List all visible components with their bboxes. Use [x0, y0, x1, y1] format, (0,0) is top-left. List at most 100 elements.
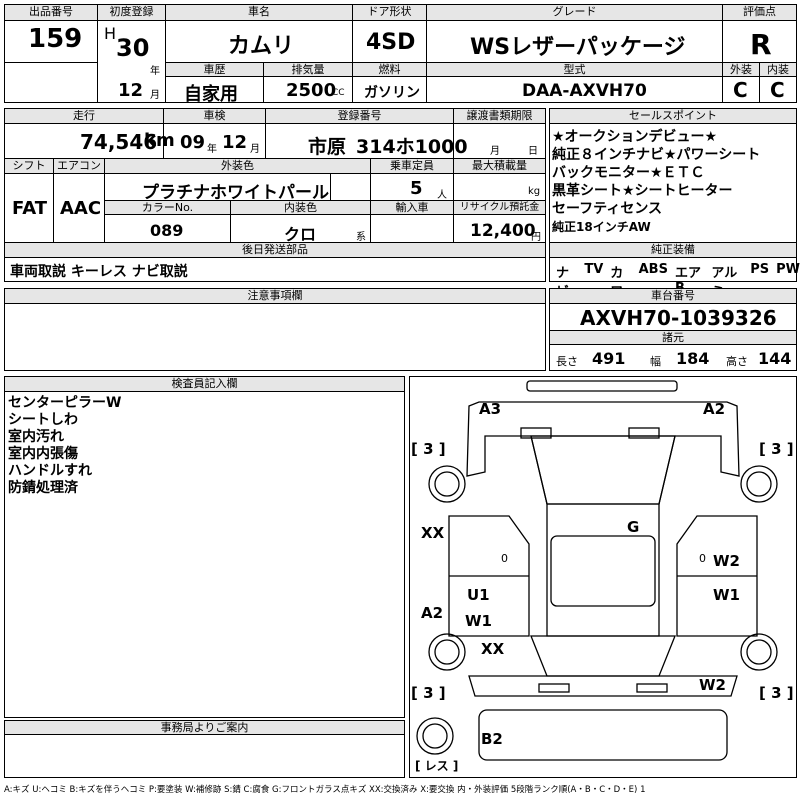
- damage-mark: A2: [703, 400, 725, 418]
- first-reg-label: 初度登録: [98, 5, 165, 21]
- inspector-label: 検査員記入欄: [5, 377, 404, 392]
- sales-point-line: 黒革シート★シートヒーター: [552, 183, 733, 199]
- door-label: ドア形状: [353, 5, 426, 21]
- score: R: [750, 28, 772, 61]
- damage-mark: G: [627, 518, 639, 536]
- fuel: ガソリン: [364, 85, 420, 101]
- damage-mark: [ レス ]: [415, 759, 458, 773]
- inspection-year: 09: [180, 132, 206, 153]
- chassis-box: [549, 288, 797, 371]
- transfer-label: 譲渡書類期限: [454, 109, 545, 124]
- insp-month-unit: 月: [250, 144, 260, 155]
- disp-unit: CC: [332, 88, 345, 98]
- model: DAA-AXVH70: [522, 81, 647, 101]
- spec-label: 諸元: [550, 331, 796, 345]
- mileage-label: 走行: [5, 109, 163, 124]
- damage-mark: XX: [481, 640, 505, 658]
- later-parts-label: 後日発送部品: [5, 243, 545, 258]
- transfer-month-unit: 月: [490, 146, 500, 157]
- ext-grade: C: [733, 78, 748, 102]
- equipment-item: PS: [750, 262, 770, 277]
- inspector-line: 室内汚れ: [8, 429, 64, 445]
- capacity-label: 乗車定員: [371, 159, 453, 174]
- legend: A:キズ U:ヘコミ B:キズを伴うヘコミ P:要塗装 W:補修跡 S:錆 C:…: [4, 785, 646, 795]
- interior-label: 内装色: [231, 201, 370, 215]
- recycle-label: リサイクル預託金: [454, 201, 545, 215]
- recycle-amount: 12,400: [470, 221, 536, 241]
- damage-mark: U1: [467, 586, 490, 604]
- capacity: 5: [410, 178, 423, 199]
- damage-mark: XX: [421, 524, 445, 542]
- damage-mark: [ 3 ]: [411, 440, 446, 458]
- sales-points-list: ★オークションデビュー★ 純正８インチナビ★パワーシート バックモニター★ＥＴＣ…: [552, 128, 760, 236]
- maxload-label: 最大積載量: [454, 159, 545, 174]
- reg-area: 市原: [308, 136, 347, 158]
- disp-label: 排気量: [264, 63, 352, 77]
- lot-number: 159: [28, 24, 83, 54]
- damage-mark: W2: [713, 552, 740, 570]
- door-type: 4SD: [366, 30, 416, 55]
- era: H: [104, 24, 117, 43]
- sales-points-label: セールスポイント: [550, 109, 796, 124]
- top-table: [4, 4, 797, 103]
- car-name: カムリ: [228, 34, 295, 59]
- year-unit: 年: [150, 66, 160, 77]
- car-name-label: 車名: [166, 5, 352, 21]
- int-label: 内装: [760, 63, 796, 77]
- length: 491: [592, 349, 626, 368]
- mileage: 74,546: [80, 130, 158, 154]
- damage-zero: 0: [501, 552, 508, 565]
- later-parts: 車両取説 キーレス ナビ取説: [10, 264, 188, 280]
- equipment-item: TV: [584, 262, 604, 277]
- recycle-unit: 円: [531, 232, 541, 243]
- lot-label: 出品番号: [5, 5, 97, 21]
- inspector-box: [4, 376, 405, 718]
- colorno-label: カラーNo.: [105, 201, 230, 215]
- fuel-label: 燃料: [353, 63, 426, 77]
- inspector-line: シートしわ: [8, 412, 78, 428]
- length-label: 長さ: [556, 355, 578, 368]
- damage-mark: B2: [481, 730, 503, 748]
- ext-label: 外装: [723, 63, 759, 77]
- interior-unit: 系: [356, 232, 366, 243]
- sales-point-line: バックモニター★ＥＴＣ: [552, 165, 705, 181]
- damage-mark: [ 3 ]: [759, 440, 794, 458]
- history: 自家用: [184, 84, 238, 105]
- sales-point-line: セーフティセンス: [552, 201, 663, 217]
- sales-points-box: [549, 108, 797, 282]
- shift-label: シフト: [5, 159, 53, 174]
- damage-mark: W2: [699, 676, 726, 694]
- ac: AAC: [60, 198, 102, 219]
- office-label: 事務局よりご案内: [5, 721, 404, 735]
- int-grade: C: [770, 78, 785, 102]
- import-label: 輸入車: [371, 201, 453, 215]
- inspector-line: センターピラーW: [8, 395, 122, 411]
- damage-mark: [ 3 ]: [759, 684, 794, 702]
- damage-mark: [ 3 ]: [411, 684, 446, 702]
- interior-color: クロ: [284, 225, 317, 244]
- transfer-day-unit: 日: [528, 146, 538, 157]
- height-label: 高さ: [726, 355, 748, 368]
- damage-diagram-box: [409, 376, 797, 778]
- damage-mark: W1: [465, 612, 492, 630]
- inspector-line: 室内内張傷: [8, 446, 78, 462]
- reg-year: 30: [116, 34, 150, 62]
- vehicle-table: [4, 108, 546, 282]
- score-label: 評価点: [723, 5, 796, 21]
- damage-mark: A3: [479, 400, 501, 418]
- reg-number: 314ホ1000: [356, 136, 468, 158]
- grade: WSレザーパッケージ: [470, 35, 686, 60]
- history-label: 車歴: [166, 63, 263, 77]
- model-label: 型式: [427, 63, 722, 77]
- equipment-item: ABS: [638, 262, 668, 277]
- sales-point-line: ★オークションデビュー★: [552, 129, 718, 145]
- maxload-unit: kg: [528, 186, 541, 197]
- damage-mark: A2: [421, 604, 443, 622]
- damage-mark: W1: [713, 586, 740, 604]
- equipment-item: PW: [776, 262, 800, 277]
- notes-box: [4, 288, 546, 371]
- width: 184: [676, 349, 710, 368]
- damage-zero: 0: [699, 552, 706, 565]
- color-label: 外装色: [105, 159, 370, 174]
- grade-label: グレード: [427, 5, 722, 21]
